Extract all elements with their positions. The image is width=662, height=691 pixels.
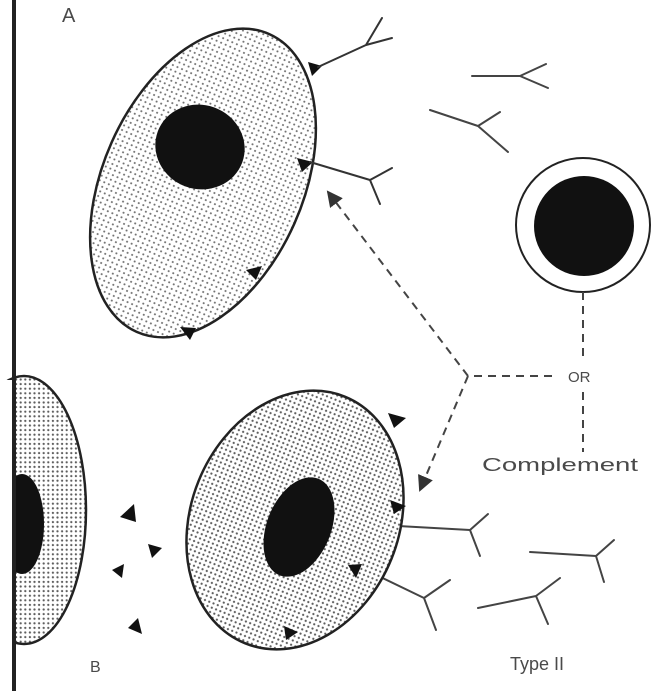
antigen-triangle-icon	[112, 504, 162, 634]
complement-label: Complement	[482, 455, 638, 475]
antibody-icon	[370, 64, 614, 630]
type-label: Type II	[510, 654, 564, 674]
lymphocyte-icon	[516, 158, 650, 292]
panel-label-b: B	[90, 659, 101, 676]
target-cell-top	[45, 0, 360, 373]
antibody-icon	[310, 18, 392, 204]
panel-label-a: A	[62, 5, 76, 27]
or-label: OR	[568, 369, 591, 386]
